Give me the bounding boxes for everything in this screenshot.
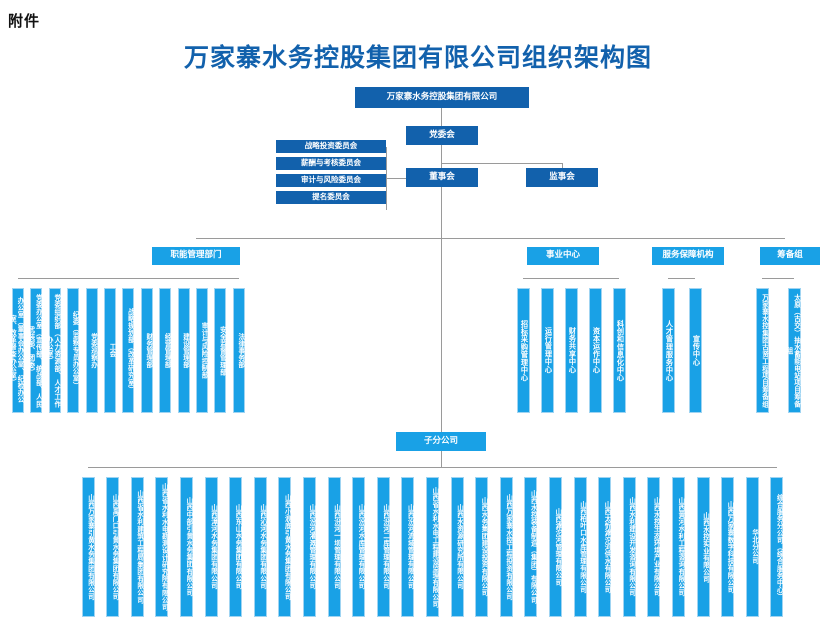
connector <box>762 278 794 279</box>
subsidiary-box[interactable]: 山西万家寨引黄水务集团有限公司 <box>81 477 95 617</box>
committee-box[interactable]: 战略投资委员会 <box>276 140 386 153</box>
connector <box>18 278 239 279</box>
subsidiary-box[interactable]: 山西省水利建筑工程局集团有限公司 <box>130 477 144 617</box>
subsidiary-box[interactable]: 山西水资源研究所有限公司 <box>450 477 464 617</box>
page-title: 万家寨水务控股集团有限公司组织架构图 <box>183 43 652 72</box>
subsidiary-box[interactable]: 山西汾河水库管理有限公司 <box>352 477 366 617</box>
category-box[interactable]: 服务保障机构 <box>652 247 724 265</box>
unit-box[interactable]: 资本运作中心 <box>588 288 602 413</box>
category-box[interactable]: 事业中心 <box>527 247 599 265</box>
subsidiary-box[interactable]: 山西省水利水电勘测设计研究院有限公司 <box>155 477 169 617</box>
connector <box>88 467 777 468</box>
subsidiary-box[interactable]: 综合服务分公司（综合服务中心） <box>770 477 784 617</box>
subsidiary-box[interactable]: 山西中部引黄水务集团有限公司 <box>179 477 193 617</box>
unit-box[interactable]: 经营管理部 <box>159 288 172 413</box>
unit-box[interactable]: 党委巡察办 <box>85 288 98 413</box>
subsidiary-box[interactable]: 山西黄河水利工程咨询有限公司 <box>671 477 685 617</box>
board-of-directors-box[interactable]: 董事会 <box>406 168 478 187</box>
category-box[interactable]: 筹备组 <box>760 247 820 265</box>
subsidiary-box[interactable]: 山西汾河二库管理有限公司 <box>376 477 390 617</box>
unit-box[interactable]: 审计与风险控制部 <box>196 288 208 413</box>
subsidiary-box[interactable]: 山西汾河一坝管理有限公司 <box>327 477 341 617</box>
connector <box>523 278 619 279</box>
unit-box[interactable]: 党委办公室（宣传部、统战部、人民武装部、团委） <box>27 288 43 413</box>
subsidiary-box[interactable]: 山西漳河水务集团有限公司 <box>204 477 218 617</box>
connector <box>196 238 785 239</box>
subsidiary-box[interactable]: 山西水控实业有限公司 <box>696 477 710 617</box>
unit-box[interactable]: 运行管理中心 <box>540 288 554 413</box>
connector <box>441 238 442 432</box>
party-committee-box[interactable]: 党委会 <box>406 126 478 145</box>
connector <box>386 178 406 179</box>
unit-box[interactable]: 安全监督管理部 <box>214 288 227 413</box>
subsidiary-box[interactable]: 山西水控生态环境产业有限公司 <box>647 477 661 617</box>
committee-box[interactable]: 提名委员会 <box>276 191 386 204</box>
subsidiary-box[interactable]: 山西水务集团建设投资有限公司 <box>475 477 489 617</box>
subsidiary-box[interactable]: 山西水控装备制造（集团）有限公司 <box>524 477 538 617</box>
subsidiaries-box[interactable]: 子分公司 <box>396 432 486 451</box>
connector <box>441 163 562 164</box>
board-of-supervisors-box[interactable]: 监事会 <box>526 168 598 187</box>
subsidiary-box[interactable]: 华北分公司 <box>745 477 759 617</box>
subsidiary-box[interactable]: 山西汾河流域管理有限公司 <box>401 477 415 617</box>
root-company-box[interactable]: 万家寨水务控股集团有限公司 <box>355 87 529 108</box>
unit-box[interactable]: 纪委（监察专员办公室） <box>67 288 80 413</box>
committee-box[interactable]: 审计与风险委员会 <box>276 174 386 187</box>
attachment-label: 附件 <box>8 12 41 30</box>
connector <box>441 187 442 238</box>
subsidiary-box[interactable]: 山西水利建设开发咨询有限公司 <box>622 477 636 617</box>
subsidiary-box[interactable]: 山西沁河水务集团有限公司 <box>253 477 267 617</box>
unit-box[interactable]: 建设管理部 <box>177 288 190 413</box>
unit-box[interactable]: 宣传中心 <box>688 288 702 413</box>
unit-box[interactable]: 办公室（董事会办公室、纪检办公室、改革督查办公室） <box>8 288 24 413</box>
unit-box[interactable]: 太原（古交）抽水蓄能电站项目筹备组 <box>785 288 801 413</box>
subsidiary-box[interactable]: 山西万家寨水控工程投资有限公司 <box>499 477 513 617</box>
unit-box[interactable]: 万家寨水控集团古贤工程项目筹备组 <box>755 288 769 413</box>
unit-box[interactable]: 财务共享中心 <box>564 288 578 413</box>
subsidiary-box[interactable]: 山西省水利水电工程建设监理有限公司 <box>425 477 439 617</box>
category-box[interactable]: 职能管理部门 <box>152 247 240 265</box>
subsidiary-box[interactable]: 山西禹门口引黄水务集团有限公司 <box>106 477 120 617</box>
unit-box[interactable]: 党委组织部（人力资源部、人才工作办公室） <box>45 288 61 413</box>
connector <box>668 278 695 279</box>
committee-box[interactable]: 薪酬与考核委员会 <box>276 157 386 170</box>
unit-box[interactable]: 招标采购管理中心 <box>516 288 530 413</box>
connector <box>441 108 442 126</box>
subsidiary-box[interactable]: 山西小浪底引黄水务集团有限公司 <box>278 477 292 617</box>
unit-box[interactable]: 人才管理服务中心 <box>661 288 675 413</box>
connector <box>441 145 442 168</box>
subsidiary-box[interactable]: 山西柏叶口水库管理有限公司 <box>573 477 587 617</box>
connector <box>562 163 563 168</box>
subsidiary-box[interactable]: 山西汾河灌溉管理有限公司 <box>302 477 316 617</box>
connector <box>441 451 442 467</box>
unit-box[interactable]: 战略规划部（改革研究室） <box>122 288 135 413</box>
subsidiary-box[interactable]: 山西太忻滹沱河供水有限公司 <box>598 477 612 617</box>
unit-box[interactable]: 科创和信息化中心 <box>612 288 626 413</box>
subsidiary-box[interactable]: 山西万家寨数字科技有限公司 <box>721 477 735 617</box>
unit-box[interactable]: 法律事务部 <box>232 288 245 413</box>
subsidiary-box[interactable]: 山西东山水务集团有限公司 <box>229 477 243 617</box>
unit-box[interactable]: 财务管理部 <box>140 288 153 413</box>
subsidiary-box[interactable]: 山西滹沱河管理有限公司 <box>548 477 562 617</box>
connector <box>386 147 387 210</box>
unit-box[interactable]: 工会 <box>104 288 116 413</box>
